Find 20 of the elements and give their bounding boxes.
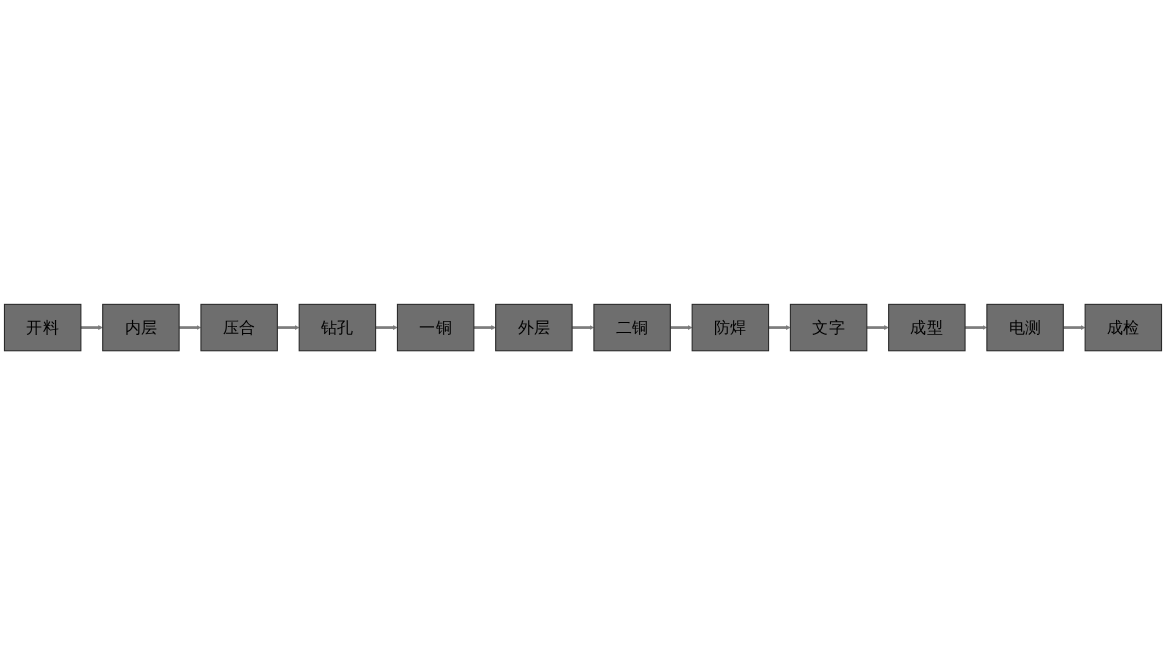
node-box: 成检 xyxy=(1084,304,1163,352)
node-box: 文字 xyxy=(789,304,868,352)
arrow xyxy=(473,325,496,331)
node-box: 钻孔 xyxy=(298,304,377,352)
node-box: 二铜 xyxy=(593,304,671,352)
node-box: 内层 xyxy=(102,304,180,352)
arrow xyxy=(277,325,300,331)
arrow xyxy=(866,325,889,331)
node-box: 开料 xyxy=(3,304,82,352)
arrow xyxy=(768,325,791,331)
node-box: 压合 xyxy=(200,304,278,352)
arrow xyxy=(80,325,103,331)
node-box: 一铜 xyxy=(396,304,475,352)
node-box: 成型 xyxy=(888,304,966,352)
node-box: 电测 xyxy=(986,304,1064,352)
arrow xyxy=(375,325,398,331)
node-box: 外层 xyxy=(495,304,573,352)
arrow xyxy=(670,325,693,331)
arrow xyxy=(1063,325,1086,331)
node-box: 防焊 xyxy=(691,304,770,352)
